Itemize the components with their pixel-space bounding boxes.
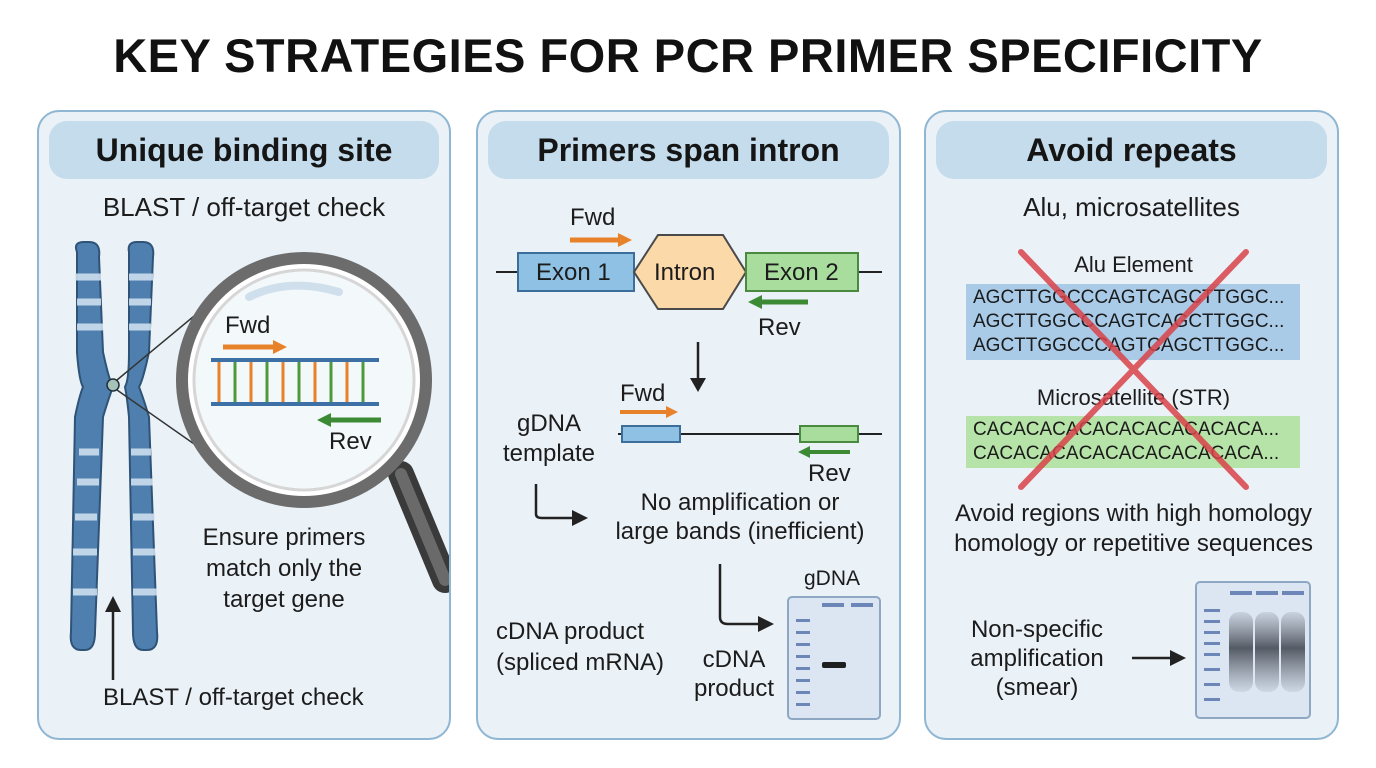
caption-line-3: target gene <box>223 586 345 613</box>
fwd-top-label: Fwd <box>570 204 616 231</box>
rev-top-label: Rev <box>758 314 801 341</box>
avoid-text-line-1: Avoid regions with high homology <box>954 500 1313 527</box>
exon-1-box <box>517 252 635 292</box>
microsatellite-title: Microsatellite (STR) <box>1036 385 1231 410</box>
gel-icon <box>1195 581 1311 719</box>
alu-sequence-line: AGCTTGGCCCAGTCAGCTTGGC... <box>973 311 1285 332</box>
cdna-product-gel-line-1: cDNA <box>702 646 766 673</box>
alu-sequence-line: AGCTTGGCCCAGTCAGCTTGGC... <box>973 287 1285 308</box>
panel-avoid-repeats: Avoid repeats Alu, microsatellites Alu E… <box>924 110 1339 740</box>
str-sequence-box: CACACACACACACACACACACA... CACACACACACACA… <box>966 416 1300 468</box>
alu-sequence-box: AGCTTGGCCCAGTCAGCTTGGC... AGCTTGGCCCAGTC… <box>966 284 1300 360</box>
cdna-product-gel-line-2: product <box>693 675 775 702</box>
caption-line-1: Ensure primers <box>202 524 366 551</box>
chromosome-icon <box>69 241 159 651</box>
arrow-icon <box>105 596 121 680</box>
panel-2-artwork <box>496 233 882 720</box>
panel-header: Primers span intron <box>488 121 889 179</box>
exon-2-label: Exon 2 <box>764 259 839 286</box>
no-amplification-line-1: No amplification or <box>640 489 840 516</box>
no-amplification-line-2: large bands (inefficient) <box>615 518 865 545</box>
panel-subtitle: BLAST / off-target check <box>102 192 386 222</box>
exon-1-label: Exon 1 <box>536 259 611 286</box>
panel-1-artwork <box>69 241 449 680</box>
rev-mid-label: Rev <box>808 460 851 487</box>
fwd-primer-label: Fwd <box>225 312 271 339</box>
panel-header: Avoid repeats <box>936 121 1327 179</box>
smear-label-line-2: amplification <box>970 645 1104 672</box>
fwd-mid-label: Fwd <box>620 380 666 407</box>
intron-label: Intron <box>654 259 716 286</box>
panel-primers-span-intron: Primers span intron <box>476 110 901 740</box>
gdna-template-line-1: gDNA <box>516 410 582 437</box>
panel-subtitle: Alu, microsatellites <box>1023 192 1240 222</box>
bottom-label: BLAST / off-target check <box>103 684 364 711</box>
caption-line-2: match only the <box>205 555 363 582</box>
magnifying-glass-icon <box>176 252 449 593</box>
panel-header: Unique binding site <box>49 121 439 179</box>
panel-unique-binding-site: Unique binding site BLAST / off-target c… <box>37 110 451 740</box>
gdna-template-line-2: template <box>502 440 596 467</box>
gel-icon <box>787 596 881 720</box>
exon-2-box <box>745 252 859 292</box>
alu-sequence-line: AGCTTGGCCCAGTCAGCTTGGC... <box>973 335 1285 356</box>
cdna-product-left-line-1: cDNA product <box>496 618 645 645</box>
cdna-product-left-line-2: (spliced mRNA) <box>496 649 665 676</box>
main-title: KEY STRATEGIES FOR PCR PRIMER SPECIFICIT… <box>113 29 1263 82</box>
rev-primer-label: Rev <box>329 428 372 455</box>
alu-element-title: Alu Element <box>1074 252 1193 277</box>
smear-label-line-1: Non-specific <box>970 616 1104 643</box>
str-sequence-line: CACACACACACACACACACACA... <box>973 419 1280 440</box>
gel-gdna-label: gDNA <box>804 567 861 590</box>
str-sequence-line: CACACACACACACACACACACA... <box>973 443 1280 464</box>
avoid-text-line-2: homology or repetitive sequences <box>954 530 1313 557</box>
smear-label-line-3: (smear) <box>995 674 1079 701</box>
